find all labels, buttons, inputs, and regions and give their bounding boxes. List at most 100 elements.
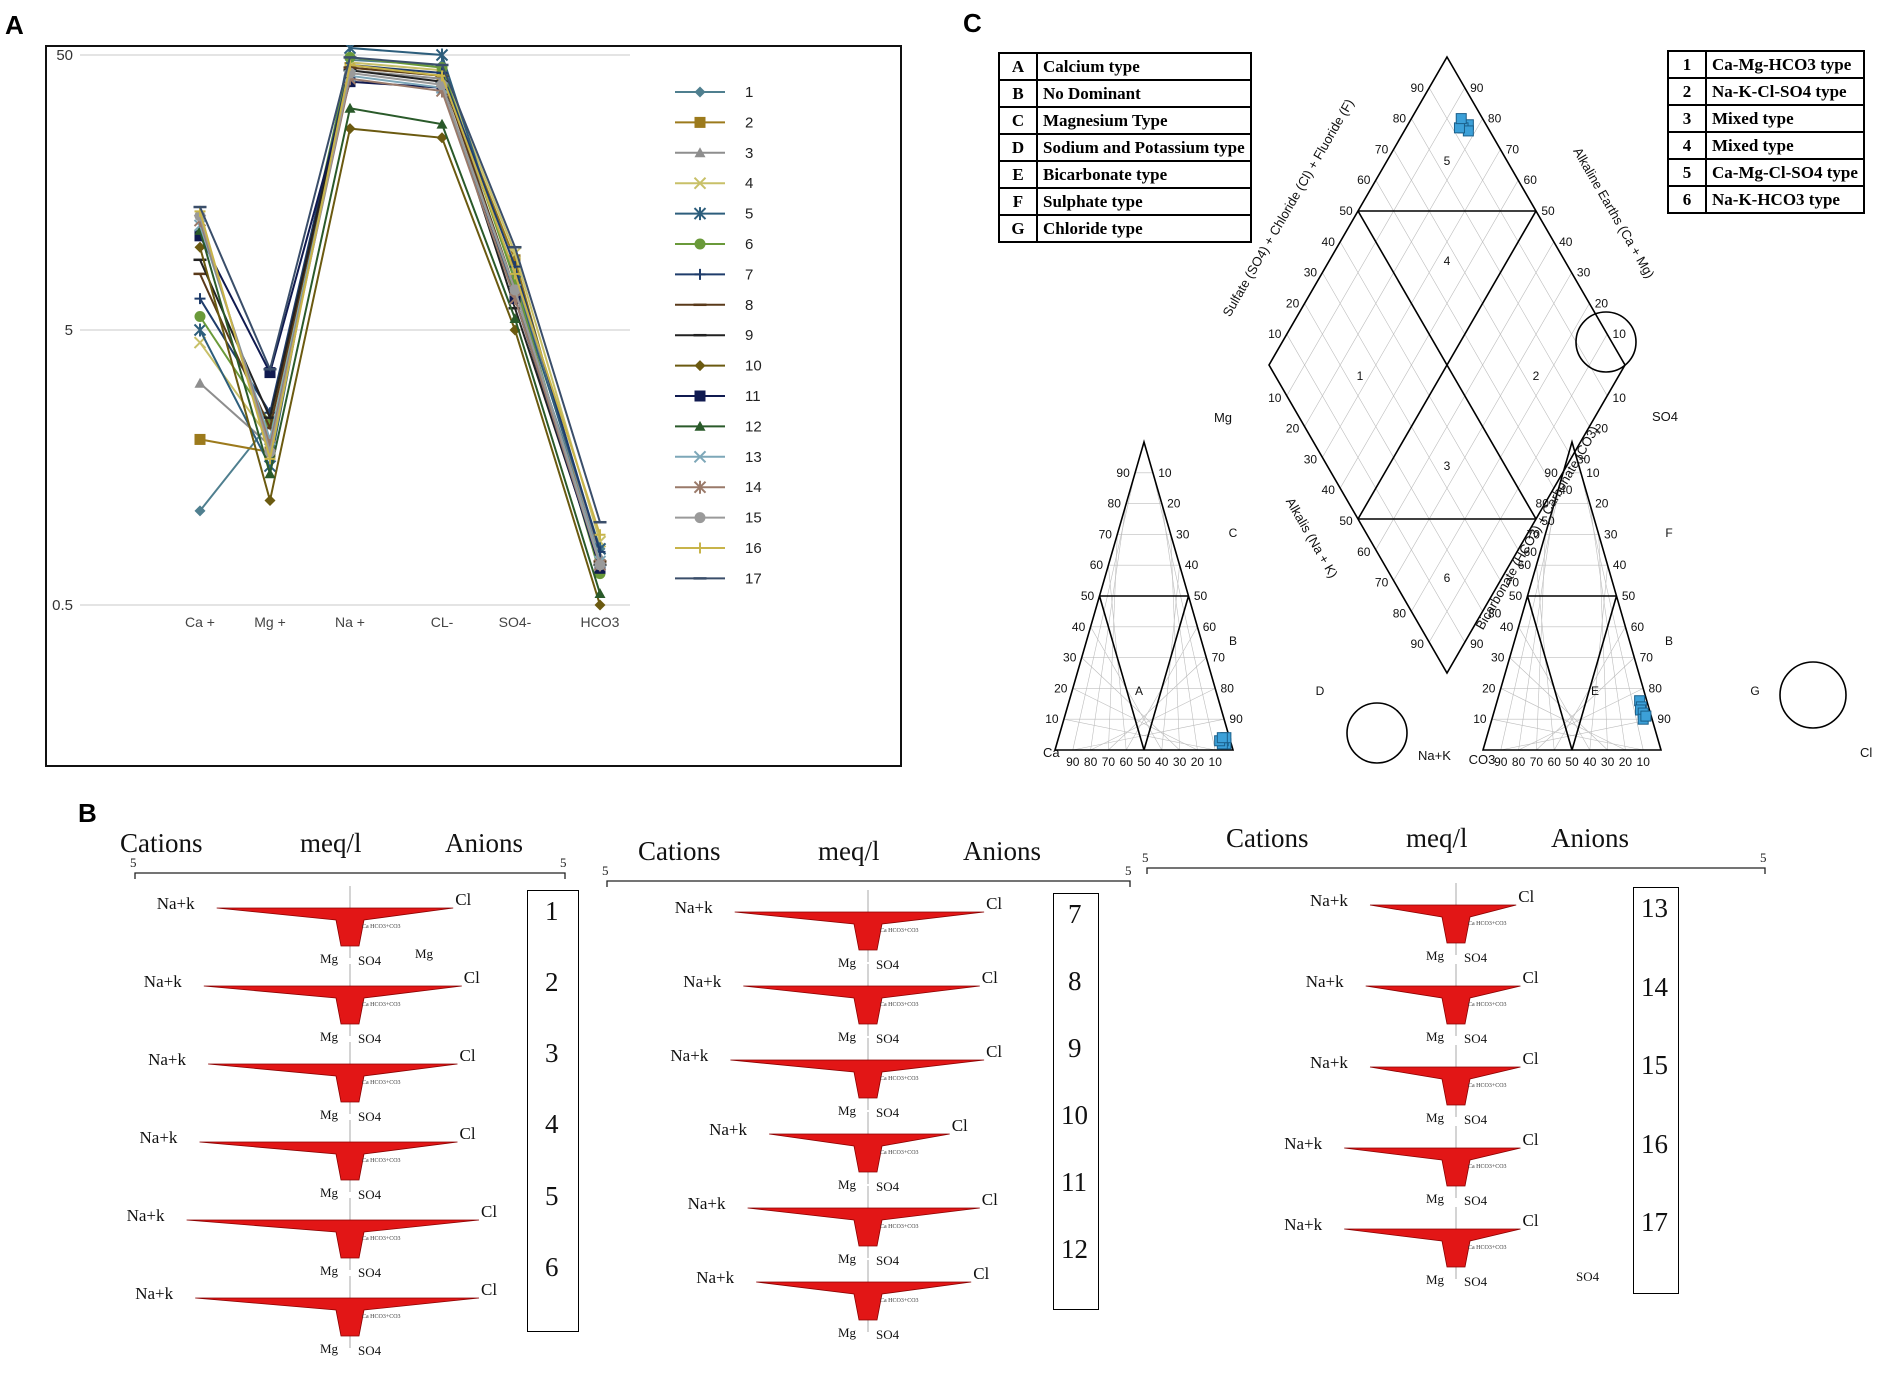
stiff-shape — [1344, 1228, 1521, 1268]
stiff-shape — [203, 985, 462, 1025]
legend-label: 12 — [745, 418, 762, 435]
sample-point — [1216, 732, 1228, 744]
stiff-shape — [747, 1207, 980, 1247]
tick-label: 80 — [1393, 606, 1407, 620]
zone-label: E — [1591, 684, 1599, 698]
header-unit: meq/l — [300, 828, 362, 858]
tick-label: 80 — [1488, 606, 1502, 620]
stiff-scale — [606, 880, 1131, 887]
tick-label: 40 — [1500, 620, 1514, 634]
header-anions: Anions — [445, 828, 524, 858]
data-point — [264, 367, 276, 379]
x-tick-label: Na + — [335, 614, 365, 630]
sample-point — [1640, 710, 1652, 722]
label-so4: SO4 — [358, 953, 382, 968]
data-point — [264, 453, 276, 465]
label-so4: SO4 — [876, 957, 900, 972]
legend-label: 6 — [745, 236, 753, 253]
legend-swatch-marker — [693, 176, 707, 190]
piper-legend-left-key: A — [998, 52, 1038, 81]
legend-swatch-marker — [694, 360, 706, 372]
sample-number: 16 — [1641, 1128, 1668, 1159]
x-tick-label: Mg + — [254, 614, 286, 630]
sample-number: 15 — [1641, 1050, 1668, 1081]
data-point — [193, 323, 207, 337]
stiff-mid-label: Ca HCO3+CO3 — [1468, 1083, 1507, 1089]
zone-label: 4 — [1444, 254, 1451, 268]
label-mg: Mg — [1426, 1272, 1445, 1287]
y-tick-label: 5 — [65, 322, 73, 339]
sample-number: 14 — [1641, 971, 1668, 1002]
stiff-mid-label: Ca HCO3+CO3 — [362, 924, 401, 930]
label-so4: SO4 — [358, 1109, 382, 1124]
stiff-shape — [186, 1219, 480, 1259]
label-nak: Na+k — [143, 972, 182, 991]
zone-label: D — [1316, 684, 1325, 698]
legend-label: 8 — [745, 297, 753, 314]
tick-label: 10 — [1268, 391, 1282, 405]
tick-label: 70 — [1506, 576, 1520, 590]
data-point — [509, 313, 521, 324]
tick-label: 50 — [1565, 755, 1579, 769]
label-cl: Cl — [981, 1190, 998, 1209]
label-mg: Mg — [320, 1185, 339, 1200]
label-cl: Cl — [981, 968, 998, 987]
tick-label: 30 — [1601, 755, 1615, 769]
tick-label: 20 — [1595, 296, 1609, 310]
label-cl: Cl — [986, 1042, 1003, 1061]
axis-title: Alkalis (Na + K) — [1283, 495, 1341, 580]
piper-legend-right-key: 6 — [1667, 185, 1707, 214]
header-cations: Cations — [1226, 823, 1309, 853]
data-point — [194, 433, 206, 445]
legend-swatch-marker — [694, 390, 706, 402]
legend-swatch-marker — [693, 480, 707, 494]
tick-label: 20 — [1595, 422, 1609, 436]
tick-label: 80 — [1084, 755, 1098, 769]
label-mg: Mg — [838, 955, 857, 970]
stiff-scale — [134, 872, 566, 879]
sample-number-box — [527, 890, 579, 1332]
stiff-mid-label: Ca HCO3+CO3 — [880, 1224, 919, 1230]
piper-legend-left-label: Bicarbonate type — [1036, 160, 1252, 189]
tick-label: 50 — [1137, 755, 1151, 769]
tick-label: 10 — [1613, 327, 1627, 341]
stiff-mid-label: Ca HCO3+CO3 — [362, 1002, 401, 1008]
legend-swatch-marker — [694, 542, 706, 554]
legend-swatch-marker — [694, 420, 706, 431]
stiff-scale — [1146, 867, 1766, 874]
header-anions: Anions — [1551, 823, 1630, 853]
data-point — [435, 48, 449, 62]
piper-legend-right-label: Ca-Mg-Cl-SO4 type — [1705, 158, 1865, 187]
label-nak: Na+k — [1310, 1053, 1348, 1072]
label-mg: Mg — [1426, 948, 1445, 963]
piper-legend-right-label: Na-K-HCO3 type — [1705, 185, 1865, 214]
stiff-mid-label: Ca HCO3+CO3 — [880, 928, 919, 934]
piper-legend-left-key: C — [998, 106, 1038, 135]
data-point — [436, 118, 448, 129]
scale-max-right: 5 — [560, 855, 567, 870]
legend-label: 13 — [745, 449, 762, 466]
stiff-shape — [1369, 1066, 1521, 1106]
label-nak: Na+k — [674, 898, 713, 917]
stiff-polygon: Ca HCO3+CO3 — [208, 1042, 458, 1114]
data-point — [264, 468, 276, 479]
tick-label: 10 — [1268, 327, 1282, 341]
data-point — [344, 102, 356, 113]
label-nak: Na+k — [156, 894, 195, 913]
tick-label: 90 — [1116, 466, 1130, 480]
axis-title: Alkaline Earths (Ca + Mg) — [1570, 145, 1657, 281]
label-mg: Mg — [1426, 1110, 1445, 1125]
tick-label: 40 — [1559, 483, 1573, 497]
piper-legend-left-key: F — [998, 187, 1038, 216]
legend-swatch-marker — [694, 512, 706, 524]
axis-label: Mg — [1214, 410, 1232, 425]
sample-number: 11 — [1061, 1167, 1087, 1198]
tick-label: 40 — [1583, 755, 1597, 769]
label-nak: Na+k — [670, 1046, 709, 1065]
stiff-mid-label: Ca HCO3+CO3 — [362, 1314, 401, 1320]
label-so4: SO4 — [358, 1031, 382, 1046]
